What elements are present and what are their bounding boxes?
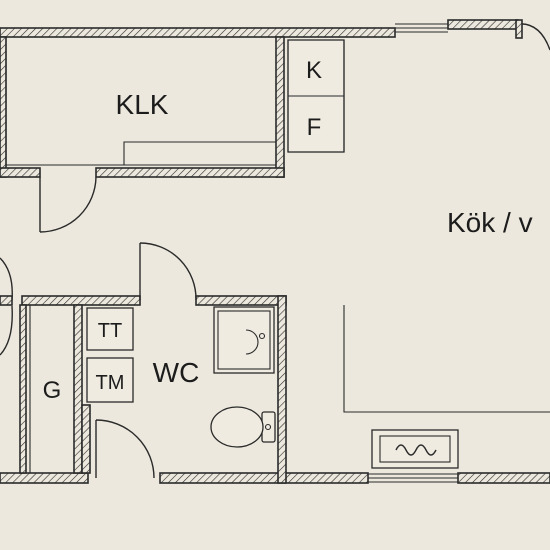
label-wc: WC <box>153 357 200 388</box>
window-top <box>395 23 448 33</box>
wall-mid-a <box>21 295 141 306</box>
wall-bottom-mid <box>159 472 369 484</box>
tm-box <box>86 357 134 403</box>
wall-bottom-left <box>0 472 89 484</box>
label-klk: KLK <box>116 89 169 120</box>
label-g: G <box>43 377 62 404</box>
label-tt: TT <box>98 320 122 342</box>
door-klk <box>39 176 97 233</box>
wall-corner-right <box>515 19 523 39</box>
door-bottom <box>95 419 155 479</box>
wall-top-right <box>447 19 519 30</box>
wall-klk-left <box>0 36 7 178</box>
wall-g-left <box>19 304 27 474</box>
label-k: K <box>306 57 322 84</box>
sink <box>213 306 275 374</box>
label-tm: TM <box>96 372 125 394</box>
label-kok: Kök / v <box>447 207 533 238</box>
label-f: F <box>307 114 322 141</box>
wall-top-left <box>0 27 396 38</box>
door-swing-left <box>0 257 13 301</box>
door-swing-left-lower <box>0 305 13 356</box>
tt-box <box>86 307 134 351</box>
wall-bottom-right <box>457 472 550 484</box>
door-wc <box>139 242 197 301</box>
klk-shelf <box>5 37 276 166</box>
wall-mid-left <box>0 295 13 306</box>
window-bottom <box>368 473 458 483</box>
wall-mid-b <box>195 295 287 306</box>
wall-klk-bottom-left <box>0 167 41 178</box>
wall-klk-right <box>275 36 285 178</box>
klk-shelf-inner <box>123 141 276 165</box>
toilet <box>210 406 276 448</box>
wall-wc-bottom <box>81 404 91 474</box>
wall-klk-bottom-right <box>95 167 285 178</box>
wall-wc-right <box>277 295 287 484</box>
wall-g-right <box>73 304 83 474</box>
radiator <box>371 429 459 469</box>
kitchen-counter <box>343 305 550 413</box>
